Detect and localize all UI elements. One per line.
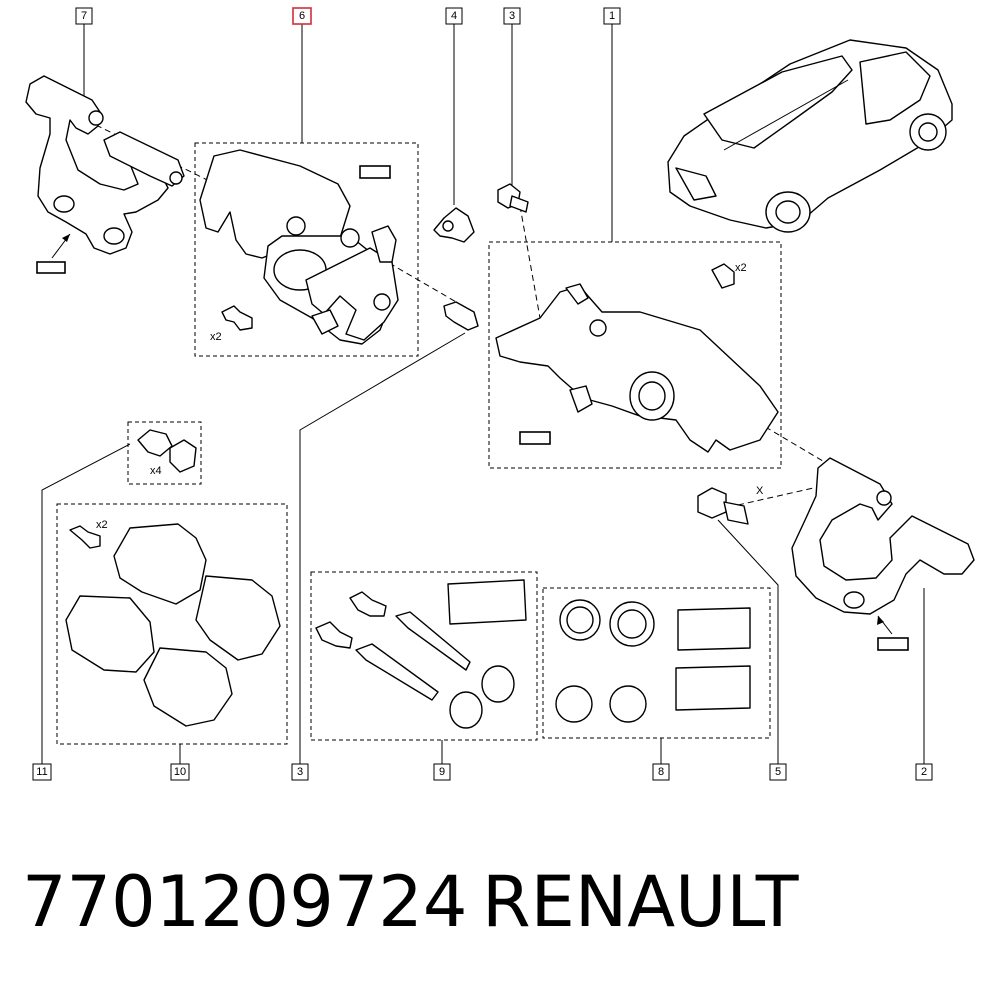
- callout-4: 4: [445, 7, 463, 25]
- car-illustration: [667, 39, 953, 233]
- callout-3-bottom-label: 3: [297, 766, 303, 778]
- bleed-valve: [433, 207, 475, 243]
- box-part-9: [310, 571, 538, 741]
- seal-kit: [555, 599, 751, 723]
- guide-bolt: [443, 301, 479, 331]
- callout-10-label: 10: [174, 766, 186, 778]
- callout-2: 2: [915, 763, 933, 781]
- callout-9-label: 9: [439, 766, 445, 778]
- callout-11-label: 11: [36, 766, 47, 778]
- callout-6: 6: [292, 7, 312, 25]
- part-number: 7701209724: [22, 861, 468, 943]
- brake-pads: [65, 523, 281, 727]
- callout-3-bottom: 3: [291, 763, 309, 781]
- callout-7-label: 7: [81, 10, 87, 22]
- callout-2-label: 2: [921, 766, 927, 778]
- callout-5: 5: [769, 763, 787, 781]
- callout-8: 8: [652, 763, 670, 781]
- callout-3-top: 3: [503, 7, 521, 25]
- callout-3-top-label: 3: [509, 10, 515, 22]
- caliper-carrier-right: [791, 457, 975, 651]
- leader-lines: [41, 24, 925, 764]
- box-part-8: [542, 587, 771, 739]
- callout-9: 9: [433, 763, 451, 781]
- callout-6-label: 6: [299, 10, 305, 22]
- callout-5-label: 5: [775, 766, 781, 778]
- caliper-carrier-left: [25, 75, 185, 274]
- qty-bolt-box10: x2: [96, 519, 108, 531]
- callout-10: 10: [170, 763, 190, 781]
- caliper-part-6: [199, 149, 399, 345]
- callout-7: 7: [75, 7, 93, 25]
- callout-4-label: 4: [451, 10, 457, 22]
- brand-name: RENAULT: [482, 861, 799, 943]
- caliper-part-1: [495, 263, 779, 453]
- bolt-part-5: [697, 487, 749, 525]
- pad-clips: [137, 429, 197, 473]
- qty-bolt-box6: x2: [210, 331, 222, 343]
- callout-8-label: 8: [658, 766, 664, 778]
- qty-bolt-box1: x2: [735, 262, 747, 274]
- callout-1: 1: [603, 7, 621, 25]
- qty-clip-box11: x4: [150, 465, 162, 477]
- box-part-10: [56, 503, 288, 745]
- bolt-part-3-top: [497, 183, 529, 213]
- box-part-11: [127, 421, 202, 485]
- callout-1-label: 1: [609, 10, 615, 22]
- box-part-6: [194, 142, 419, 357]
- guide-pin-kit: [315, 579, 527, 729]
- callout-11: 11: [32, 763, 52, 781]
- dimension-mark: X: [756, 485, 764, 497]
